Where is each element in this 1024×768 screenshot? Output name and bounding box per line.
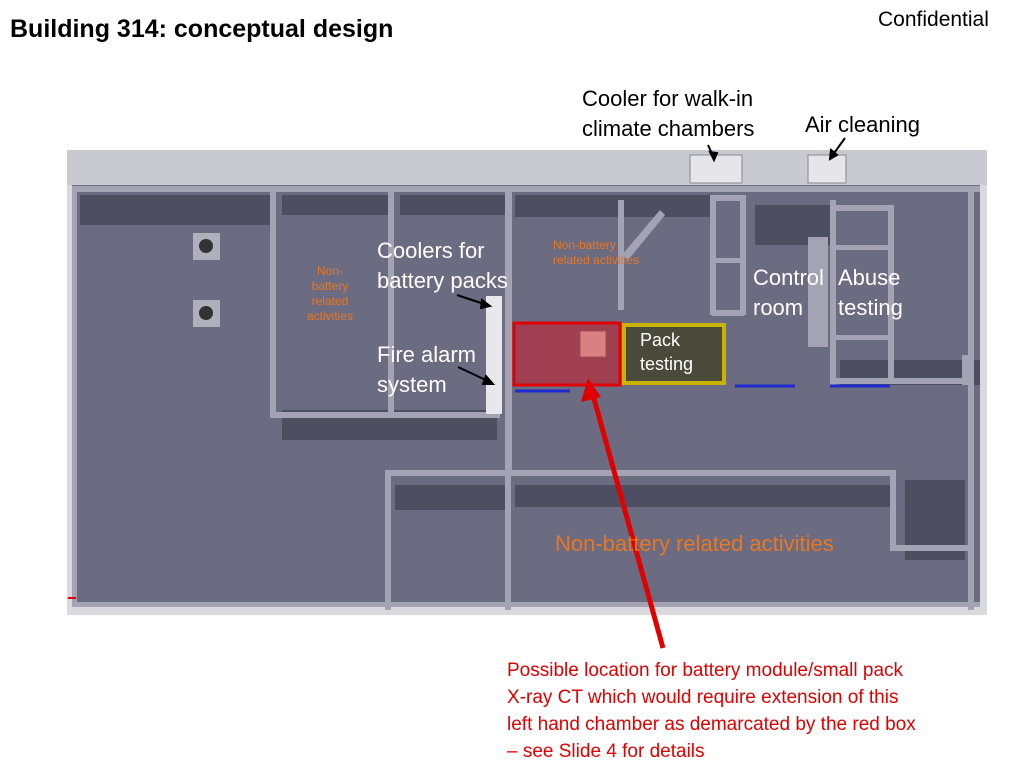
coolers-unit: [486, 296, 502, 414]
roof-strip: [67, 150, 987, 185]
air-cleaning-label: Air cleaning: [805, 112, 920, 137]
xray-ct-unit: [579, 330, 607, 358]
control-room-label: Control room: [753, 265, 824, 320]
abuse-testing-label: Abuse testing: [838, 265, 903, 320]
red-pointer-arrow: [581, 378, 666, 649]
floor-markings: [515, 384, 890, 393]
pack-testing-label: Pack testing: [640, 330, 694, 374]
coolers-battery-label: Coolers for battery packs: [377, 238, 508, 293]
fixture-2: [193, 300, 220, 327]
nonbattery-top-label: Non-battery related activities: [553, 238, 640, 267]
cooler-walkin-label: Cooler for walk-in climate chambers: [582, 86, 755, 141]
walkin-cooler-unit: [689, 154, 743, 184]
floor-area: [72, 185, 980, 607]
walls: [72, 186, 980, 610]
wall-shadows: [80, 195, 980, 560]
fire-alarm-label: Fire alarm system: [377, 342, 477, 397]
page-title: Building 314: conceptual design: [10, 15, 394, 43]
diagonal-wall: [622, 210, 665, 260]
pack-testing-area: [622, 323, 726, 385]
nonbattery-bottom-label: Non-battery related activities: [555, 531, 834, 556]
confidential-label: Confidential: [878, 8, 989, 31]
fixture-1: [193, 233, 220, 260]
nonbattery-left-label: Non- battery related activities: [306, 264, 353, 323]
xray-ct-note: Possible location for battery module/sma…: [507, 660, 916, 762]
callout-arrows: [456, 137, 846, 385]
air-cleaning-unit: [807, 154, 847, 184]
